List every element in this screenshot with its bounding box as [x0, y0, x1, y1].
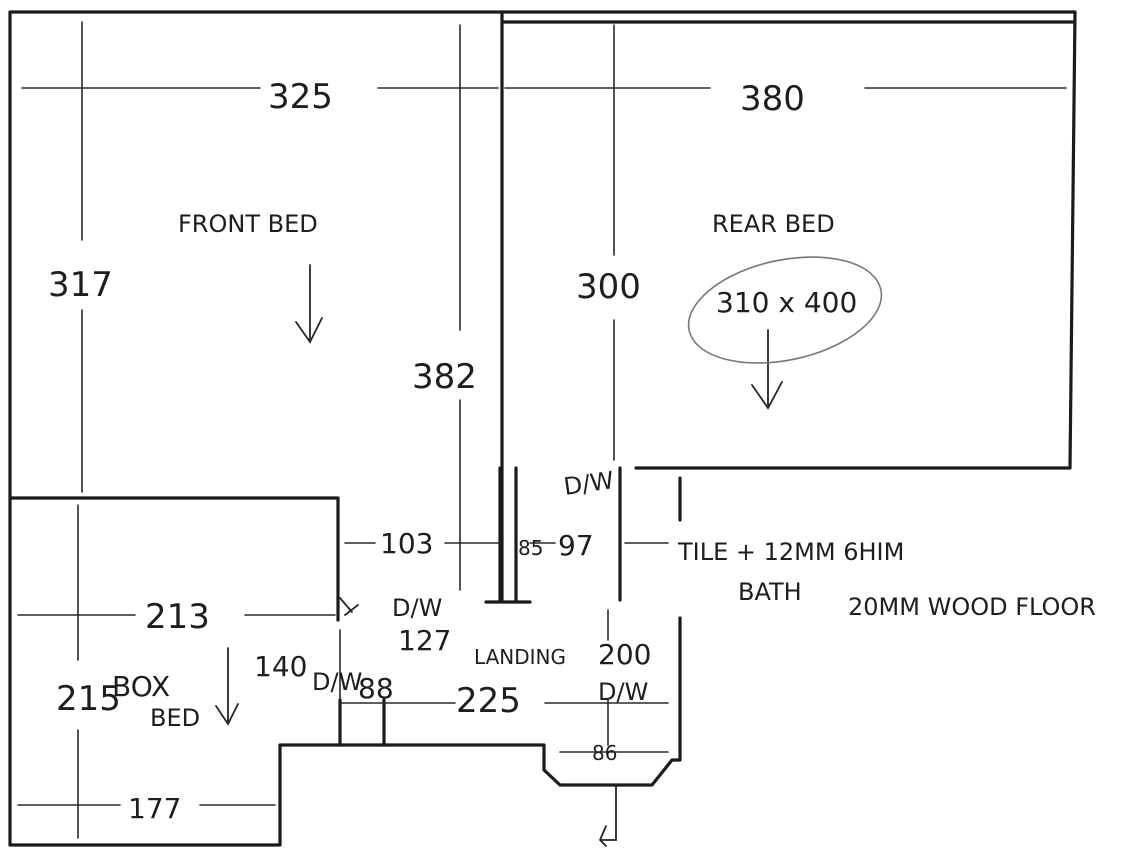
bathroom-note: TILE + 12MM 6HIM	[677, 538, 904, 566]
dim-97: 97	[558, 529, 594, 562]
box-bed-arrow-icon	[215, 647, 239, 726]
door-swing-icon	[339, 597, 359, 616]
rear-bed-note-ellipse	[687, 256, 883, 364]
box-bed-label-2: BED	[150, 704, 200, 732]
walls	[8, 10, 1077, 847]
dim-85: 85	[518, 536, 543, 560]
box-bed-width-top: 213	[145, 597, 210, 637]
dim-86: 86	[592, 741, 617, 765]
dim-140: 140	[254, 650, 307, 683]
dim-382: 382	[412, 357, 477, 397]
dimension-lines	[17, 21, 1067, 839]
rear-bed-arrow-icon	[751, 329, 783, 410]
front-bed-height: 317	[48, 265, 113, 305]
rear-bed-walls	[500, 10, 1077, 470]
labels: 325 380 FRONT BED REAR BED 317 300 310 x…	[48, 77, 1096, 825]
door-label-box: D/W	[312, 668, 362, 696]
dim-127: 127	[398, 624, 451, 657]
landing-label: LANDING	[474, 645, 566, 669]
rear-bed-width: 380	[740, 79, 805, 119]
bathroom-label: BATH	[738, 578, 802, 606]
box-bed-label-1: BOX	[112, 670, 170, 703]
rear-bed-note: 310 x 400	[716, 286, 857, 319]
bathroom-walls	[8, 476, 682, 847]
floor-note: 20MM WOOD FLOOR	[848, 593, 1096, 621]
door-label-landing: D/W	[392, 594, 442, 622]
box-bed-height: 215	[56, 679, 121, 719]
door-label-rear: D/W	[562, 466, 616, 501]
stair-walls	[484, 466, 622, 604]
front-bed-width: 325	[268, 77, 333, 117]
front-bed-arrow-icon	[295, 264, 323, 344]
front-bed-walls	[8, 10, 504, 602]
dim-88: 88	[358, 672, 394, 705]
box-bed-walls	[336, 596, 386, 747]
arrows	[215, 264, 783, 726]
dim-200: 200	[598, 638, 651, 671]
landing-width: 225	[456, 681, 521, 721]
dim-103: 103	[380, 527, 433, 560]
stair-arrow-line	[599, 784, 617, 847]
box-bed-width-bottom: 177	[128, 792, 181, 825]
rear-bed-label: REAR BED	[712, 210, 835, 238]
front-bed-label: FRONT BED	[178, 210, 318, 238]
door-label-bath: D/W	[598, 678, 648, 706]
rear-bed-height: 300	[576, 267, 641, 307]
